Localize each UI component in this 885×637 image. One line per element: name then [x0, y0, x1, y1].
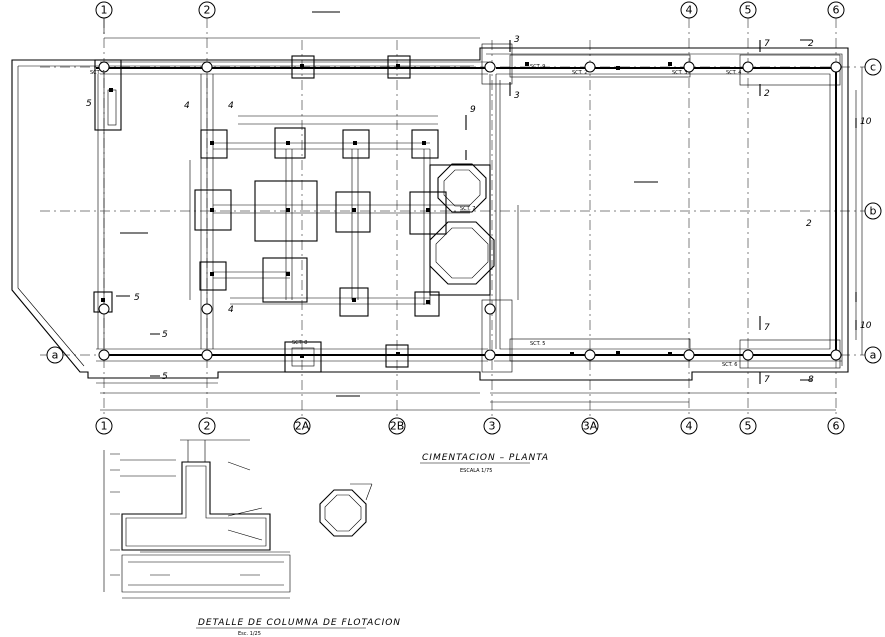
section-mark: 4	[184, 101, 190, 111]
grid-label: a	[52, 349, 59, 362]
plan-title-block: CIMENTACION – PLANTA ESCALA 1/75	[420, 453, 549, 474]
grid-label: 3	[489, 420, 496, 433]
grid-label: 1	[101, 4, 108, 17]
section-mark: 4	[228, 305, 234, 315]
section-mark: 8	[808, 375, 814, 385]
column-detail-section: DETALLE DE COLUMNA DE FLOTACION Esc. 1/2…	[103, 439, 401, 637]
dimension-lines	[96, 37, 863, 411]
detail-title: DETALLE DE COLUMNA DE FLOTACION	[198, 618, 401, 628]
grid-label: 3A	[583, 420, 598, 433]
grid-label: 2	[204, 4, 211, 17]
grid-bubbles-bottom: 1 2 2A 2B 3 3A 4 5 6	[95, 417, 845, 435]
grid-label: 4	[686, 420, 693, 433]
section-mark: 2	[764, 89, 770, 99]
section-mark: 10	[860, 117, 872, 127]
section-mark: 5	[162, 372, 168, 382]
grid-label: 5	[745, 420, 752, 433]
section-mark: 7	[764, 375, 770, 385]
svg-text:SCT. 7: SCT. 7	[460, 206, 476, 212]
section-mark: 5	[86, 99, 92, 109]
section-mark: 5	[162, 330, 168, 340]
section-mark: 5	[134, 293, 140, 303]
footings	[93, 43, 841, 373]
octagon-column-detail	[319, 483, 373, 537]
svg-text:SCT. 6: SCT. 6	[722, 362, 738, 368]
svg-text:SCT. 8: SCT. 8	[292, 340, 308, 346]
grid-label: b	[870, 205, 877, 218]
grid-label: 6	[833, 4, 840, 17]
section-mark: 9	[470, 105, 476, 115]
grid-label: 1	[101, 420, 108, 433]
grid-label: c	[870, 61, 876, 74]
svg-text:SCT. 1: SCT. 1	[90, 70, 106, 76]
grid-label: 2B	[390, 420, 405, 433]
grid-label: 2A	[295, 420, 310, 433]
octagon-piles	[429, 163, 495, 285]
svg-text:SCT. 3: SCT. 3	[672, 70, 688, 76]
section-mark: 7	[764, 323, 770, 333]
grid-label: 6	[833, 420, 840, 433]
section-mark: 3	[514, 35, 520, 45]
grid-label: 5	[745, 4, 752, 17]
grid-bubbles-side: c b a a	[46, 58, 882, 364]
detail-scale: Esc. 1/25	[238, 631, 261, 637]
section-mark: 7	[764, 39, 770, 49]
svg-text:SCT. 4: SCT. 4	[726, 70, 742, 76]
grid-label: a	[870, 349, 877, 362]
section-mark: 2	[806, 219, 812, 229]
section-mark: 3	[514, 91, 520, 101]
svg-text:SCT. 5: SCT. 5	[530, 341, 546, 347]
section-cut-marks	[116, 11, 857, 397]
interior-beams	[213, 142, 470, 305]
section-mark: 4	[228, 101, 234, 111]
section-numbers: 3 3 7 2 2 7 7 8 5 5 5 4 4 4 5 10 10 2 9	[86, 35, 872, 385]
svg-text:SCT. 2: SCT. 2	[572, 70, 588, 76]
svg-text:SCT. 9: SCT. 9	[530, 64, 546, 70]
grid-label: 4	[686, 4, 693, 17]
plan-scale: ESCALA 1/75	[460, 468, 492, 474]
section-labels: SCT. 1 SCT. 2 SCT. 3 SCT. 4 SCT. 5 SCT. …	[90, 64, 742, 368]
section-mark: 10	[860, 321, 872, 331]
column-markers	[101, 62, 672, 358]
plan-title: CIMENTACION – PLANTA	[422, 453, 549, 463]
grid-label: 2	[204, 420, 211, 433]
section-mark: 2	[808, 39, 814, 49]
column-circles	[98, 61, 842, 361]
grid-bubbles-top: 1 2 4 5 6	[95, 1, 845, 34]
